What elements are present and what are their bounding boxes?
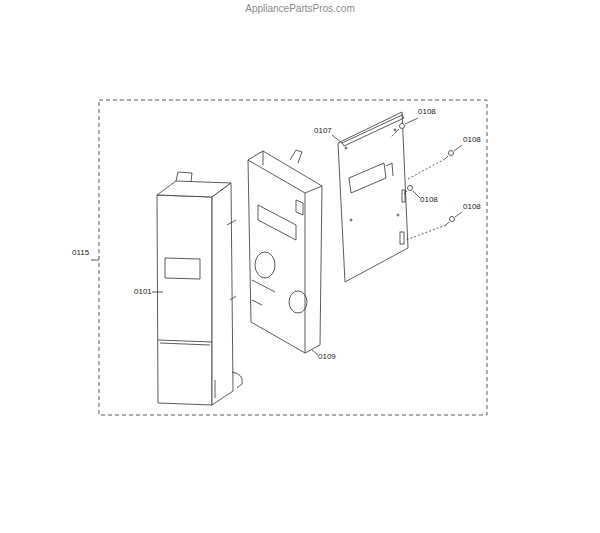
callout-number: 0108 [418, 108, 436, 116]
assembly-boundary [99, 100, 487, 415]
callout-number: 0109 [318, 353, 336, 361]
callout-number: 0108 [463, 136, 481, 144]
callout-number: 0115 [72, 249, 89, 257]
watermark: AppliancePartsPros.com [245, 4, 355, 14]
leader-line [332, 135, 342, 143]
leader-line [91, 260, 99, 261]
callout-number: 0108 [463, 203, 481, 211]
callout-number: 0107 [314, 127, 332, 135]
leader-line [405, 118, 462, 217]
screw [390, 124, 455, 241]
mounting-bracket [248, 150, 322, 353]
control-board [338, 112, 408, 282]
callout-number: 0101 [134, 288, 152, 296]
leader-line [312, 350, 318, 355]
control-panel-housing [157, 172, 242, 405]
leader-line [152, 292, 163, 293]
callout-number: 0108 [420, 196, 438, 204]
